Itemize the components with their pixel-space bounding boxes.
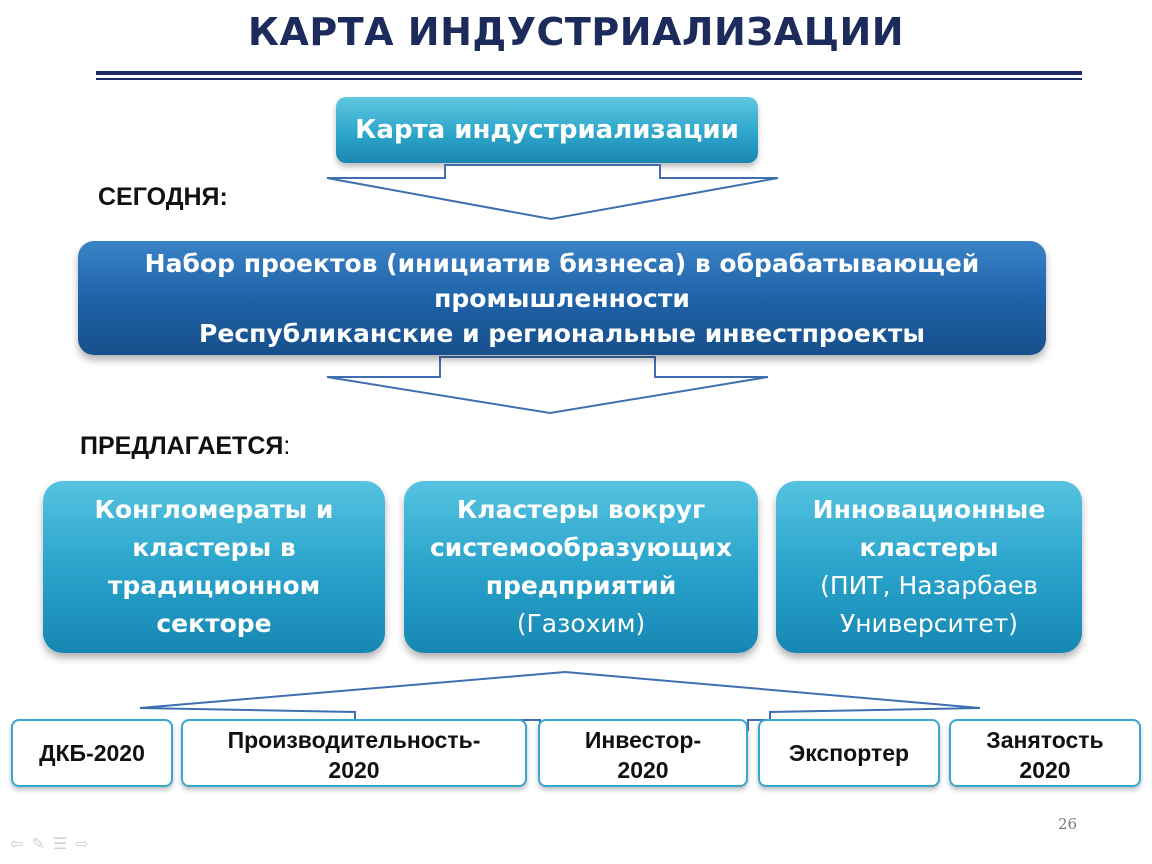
connector-fan	[139, 670, 981, 731]
proposed-label-colon: :	[283, 432, 291, 460]
industrialization-map-box: Карта индустриализации	[336, 97, 758, 163]
page-number: 26	[1058, 815, 1078, 833]
cluster-1-line-4: секторе	[156, 609, 272, 638]
program-3-line-1: Инвестор-	[584, 727, 702, 753]
program-2-line-2: 2020	[328, 757, 380, 783]
program-box-productivity: Производительность- 2020	[181, 719, 527, 787]
cluster-2-line-2: системообразующих	[429, 533, 732, 562]
cluster-2-line-1: Кластеры вокруг	[456, 495, 706, 524]
cluster-1-line-2: кластеры в	[132, 533, 296, 562]
program-5-line-2: 2020	[1019, 757, 1071, 783]
page-title: КАРТА ИНДУСТРИАЛИЗАЦИИ	[247, 10, 905, 54]
cluster-3-line-1: Инновационные	[812, 495, 1046, 524]
cluster-1-line-3: традиционном	[107, 571, 321, 600]
program-2-line-1: Производительность-	[227, 727, 481, 753]
title-rule-thin	[96, 78, 1082, 80]
cluster-2-note: (Газохим)	[516, 609, 646, 638]
today-projects-box: Набор проектов (инициатив бизнеса) в обр…	[78, 241, 1046, 355]
cluster-1-line-1: Конгломераты и	[94, 495, 334, 524]
proposed-label: ПРЕДЛАГАЕТСЯ:	[80, 432, 290, 461]
cluster-3-note-1: (ПИТ, Назарбаев	[820, 571, 1038, 600]
proposed-label-text: ПРЕДЛАГАЕТСЯ	[80, 432, 284, 460]
program-1-label: ДКБ-2020	[39, 740, 145, 766]
menu-icon[interactable]: ☰	[52, 834, 68, 853]
cluster-3-note-2: Университет)	[839, 609, 1019, 638]
arrow-down-2	[326, 356, 769, 415]
program-box-dkb: ДКБ-2020	[11, 719, 173, 787]
prev-arrow-icon[interactable]: ⇦	[10, 834, 24, 853]
program-box-investor: Инвестор- 2020	[538, 719, 748, 787]
today-label: СЕГОДНЯ:	[98, 183, 228, 211]
today-line-3: Республиканские и региональные инвестпро…	[199, 318, 925, 348]
program-5-line-1: Занятость	[986, 727, 1104, 753]
next-arrow-icon[interactable]: ⇨	[75, 834, 89, 853]
title-rule-thick	[96, 71, 1082, 75]
arrow-down-1	[326, 164, 779, 221]
pen-icon[interactable]: ✎	[31, 834, 45, 853]
program-4-label: Экспортер	[788, 740, 910, 766]
slide-nav-controls: ⇦ ✎ ☰ ⇨	[10, 834, 89, 853]
program-box-exporter: Экспортер	[758, 719, 940, 787]
today-line-1: Набор проектов (инициатив бизнеса) в обр…	[144, 248, 980, 278]
cluster-3-line-2: кластеры	[859, 533, 999, 562]
program-box-employment: Занятость 2020	[949, 719, 1141, 787]
cluster-box-traditional: Конгломераты и кластеры в традиционном с…	[43, 481, 385, 653]
today-line-2: промышленности	[434, 283, 690, 313]
cluster-2-line-3: предприятий	[485, 571, 677, 600]
cluster-box-innovation: Инновационные кластеры (ПИТ, Назарбаев У…	[776, 481, 1082, 653]
program-3-line-2: 2020	[617, 757, 669, 783]
cluster-box-system-forming: Кластеры вокруг системообразующих предпр…	[404, 481, 758, 653]
